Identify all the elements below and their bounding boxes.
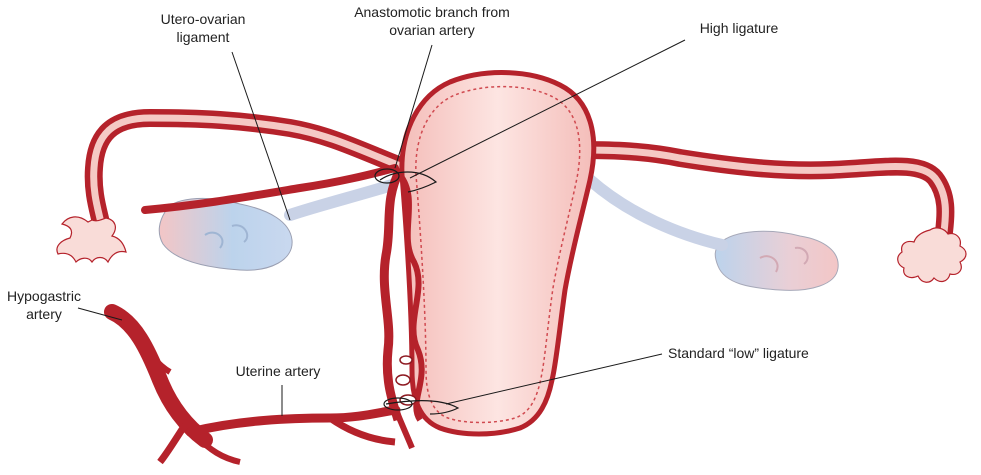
- uterus: [402, 73, 594, 434]
- label-hypogastric-line2: artery: [26, 306, 62, 322]
- hypogastric-artery: [112, 312, 240, 462]
- label-hypogastric-line1: Hypogastric: [7, 288, 81, 304]
- uterine-artery: [190, 410, 412, 448]
- label-uterine-artery: Uterine artery: [236, 363, 321, 379]
- label-anastomotic-line2: ovarian artery: [389, 22, 475, 38]
- label-high-ligature: High ligature: [700, 20, 779, 36]
- label-utero-ovarian-line1: Utero-ovarian: [161, 11, 246, 27]
- label-utero-ovarian-line2: ligament: [177, 29, 230, 45]
- label-anastomotic-line1: Anastomotic branch from: [354, 4, 510, 20]
- label-low-ligature: Standard “low” ligature: [668, 345, 809, 361]
- right-ovary: [715, 231, 838, 290]
